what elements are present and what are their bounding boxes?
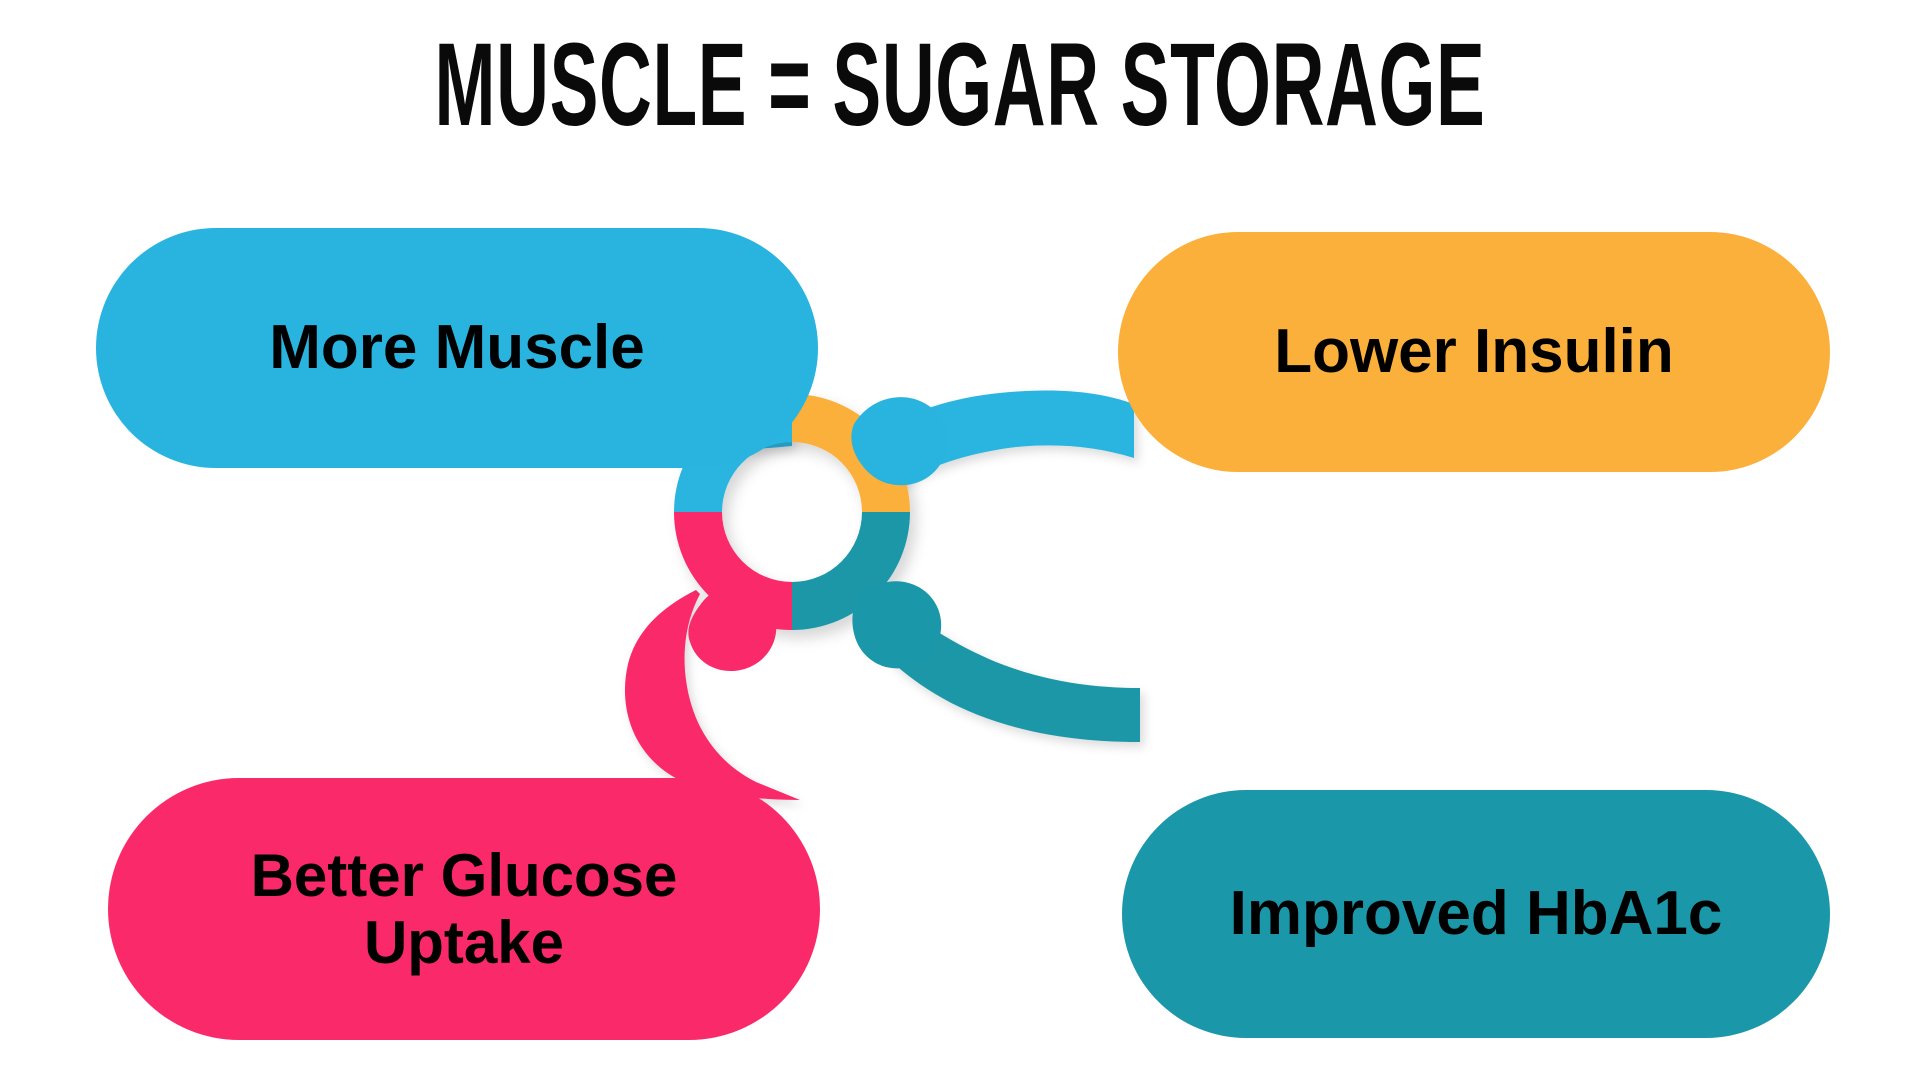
page-title: MUSCLE = SUGAR STORAGE	[434, 19, 1486, 151]
node-lower-insulin-label: Lower Insulin	[1274, 317, 1674, 387]
node-better-glucose-uptake[interactable]: Better Glucose Uptake	[108, 778, 820, 1040]
node-better-glucose-uptake-label: Better Glucose Uptake	[250, 841, 678, 976]
connector-better-glucose-uptake	[624, 590, 800, 800]
ring-segment-lower-insulin	[792, 394, 910, 512]
connector-lower-insulin	[880, 390, 1134, 492]
ring-segment-improved-hba1c	[792, 512, 910, 630]
node-improved-hba1c-label: Improved HbA1c	[1229, 879, 1723, 949]
node-more-muscle-label: More Muscle	[269, 313, 645, 383]
node-more-muscle[interactable]: More Muscle	[96, 228, 818, 468]
node-improved-hba1c[interactable]: Improved HbA1c	[1122, 790, 1830, 1038]
connector-improved-hba1c	[876, 592, 1140, 742]
node-lower-insulin[interactable]: Lower Insulin	[1118, 232, 1830, 472]
